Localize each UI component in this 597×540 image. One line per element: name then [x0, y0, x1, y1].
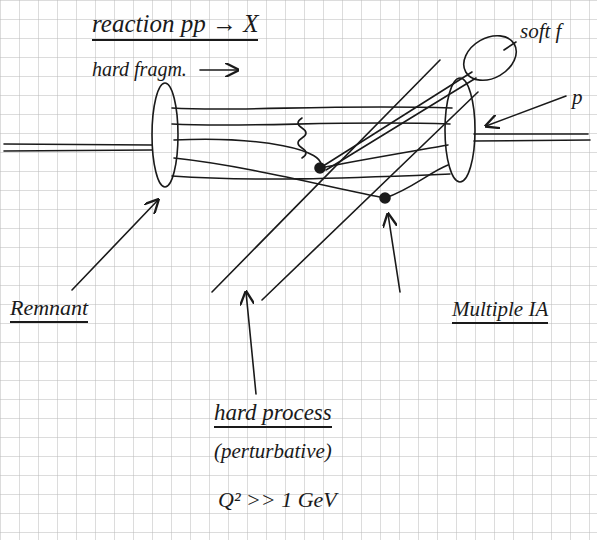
parton: [172, 174, 450, 179]
leader-arrow: [200, 69, 238, 71]
formula: Q² >> 1 GeV: [218, 488, 337, 512]
vertex: [380, 193, 390, 203]
parton: [174, 139, 321, 168]
note: (perturbative): [214, 440, 332, 463]
leader-arrow: [388, 214, 400, 292]
title: reaction pp → X: [92, 10, 258, 41]
leader-arrow: [72, 200, 158, 290]
parton: [385, 165, 448, 198]
gluon-wiggle: [298, 118, 306, 158]
soft-region: [456, 27, 524, 90]
callout: soft f: [520, 20, 561, 43]
callout: Multiple IA: [452, 298, 548, 324]
proton-left: [152, 83, 178, 187]
callout: p: [572, 86, 583, 109]
jet: [320, 72, 476, 170]
leader-line: [504, 42, 516, 50]
leader-arrow: [486, 96, 566, 126]
callout: hard process: [214, 400, 332, 428]
parton: [172, 107, 452, 109]
callout: hard fragm.: [92, 58, 187, 80]
guide-line: [212, 60, 440, 292]
leader-arrow: [246, 292, 256, 394]
parton: [172, 123, 450, 125]
guide-line: [262, 92, 478, 300]
callout: Remnant: [10, 296, 88, 323]
beam-right: [474, 134, 590, 141]
beam-left: [4, 144, 152, 151]
